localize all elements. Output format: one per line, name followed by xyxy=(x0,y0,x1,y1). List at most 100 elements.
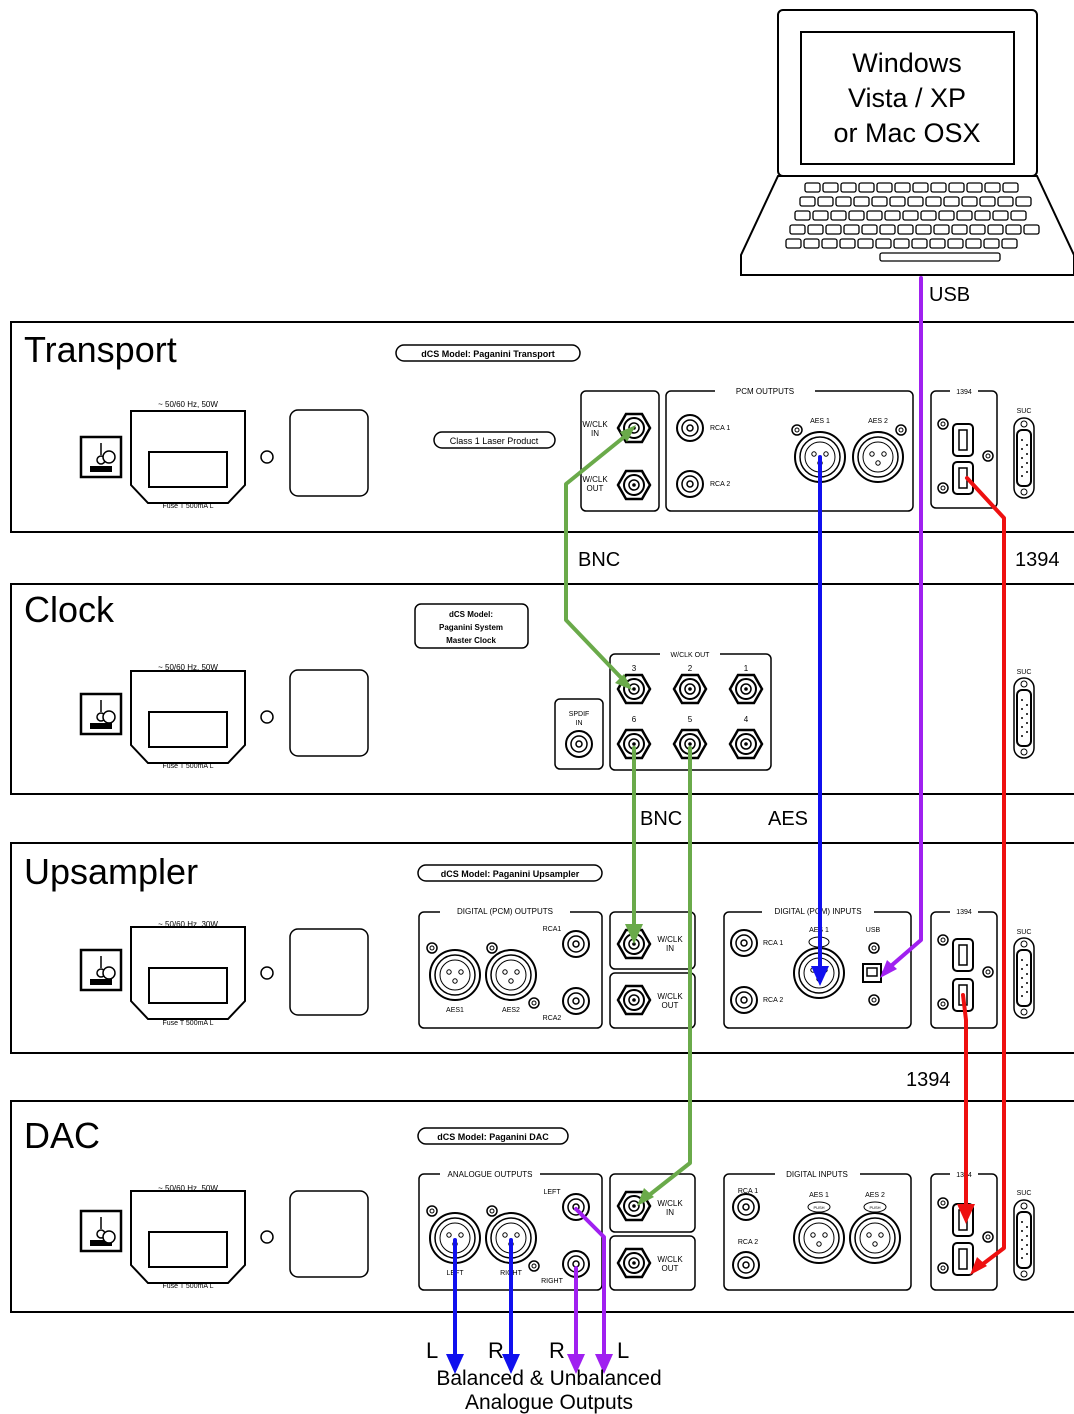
upsampler-rca2-label: RCA2 xyxy=(543,1015,562,1022)
dac-rca2-in-port[interactable] xyxy=(732,1251,760,1279)
laptop-key xyxy=(929,238,946,249)
upsampler-screw xyxy=(426,942,438,954)
transport-1394-port-1[interactable] xyxy=(952,423,974,457)
output-label-left-unbalanced: L xyxy=(617,1338,629,1363)
dac-1394-port-2[interactable] xyxy=(952,1242,974,1276)
laptop-key xyxy=(893,238,910,249)
laptop-key xyxy=(897,224,914,235)
laptop-key xyxy=(907,196,924,207)
upsampler-title: Upsampler xyxy=(24,851,198,892)
upsampler-screw xyxy=(982,966,994,978)
laptop-key xyxy=(930,182,947,193)
upsampler-suc-port[interactable] xyxy=(1013,937,1035,1019)
clock-title: Clock xyxy=(24,589,115,630)
transport-rca1-port[interactable] xyxy=(676,414,704,442)
laptop-screen-line-3: or Mac OSX xyxy=(833,118,980,148)
transport-fuse: Fuse T 500mA L xyxy=(162,503,213,510)
laptop-key xyxy=(839,238,856,249)
upsampler-in-rca2-label: RCA 2 xyxy=(763,997,783,1004)
dac-aes2-in-port[interactable] xyxy=(849,1212,901,1264)
firewire-cable-upsampler-dac xyxy=(961,993,968,1214)
upsampler-aes2-out-port[interactable] xyxy=(485,949,537,1001)
clock-wclk-out-1-port[interactable] xyxy=(728,673,764,705)
laptop-key xyxy=(979,196,996,207)
laptop-key xyxy=(812,210,829,221)
upsampler-rca2-out-port[interactable] xyxy=(562,987,590,1015)
upsampler-wclk-in-label-2: IN xyxy=(666,944,674,953)
bnc-cable-clock-transport xyxy=(564,431,631,687)
upsampler-in-rca1-label: RCA 1 xyxy=(763,940,783,947)
usb-cable xyxy=(882,276,923,974)
laptop-key xyxy=(1015,196,1032,207)
clock-wclk-out-2-port[interactable] xyxy=(672,673,708,705)
clock-fuse: Fuse T 500mA L xyxy=(162,763,213,770)
dac-rca-left-label: LEFT xyxy=(543,1189,561,1196)
upsampler-usb-label: USB xyxy=(866,927,881,934)
laptop-key xyxy=(974,210,991,221)
bnc-cable-arrowhead-bottom xyxy=(637,1188,654,1206)
clock-spdif-in-port[interactable] xyxy=(565,730,593,758)
dac-wclk-out-label-2: OUT xyxy=(662,1264,679,1273)
upsampler-usb-port[interactable] xyxy=(862,963,882,983)
laptop-key xyxy=(843,224,860,235)
laptop-key xyxy=(866,210,883,221)
transport-laser-label: Class 1 Laser Product xyxy=(450,436,539,446)
clock-suc-port[interactable] xyxy=(1013,677,1035,759)
laptop-key xyxy=(879,224,896,235)
cables xyxy=(446,276,1006,1374)
laptop-spacebar xyxy=(879,252,1001,262)
transport-aes2-port[interactable] xyxy=(852,431,904,483)
unbalanced-left-cable xyxy=(574,1207,606,1364)
laptop-key xyxy=(807,224,824,235)
dac-digital-inputs-label: DIGITAL INPUTS xyxy=(786,1170,848,1179)
dac-wclk-out-port[interactable] xyxy=(616,1247,652,1279)
clock-port-1-label: 1 xyxy=(744,664,749,673)
transport-1394-port-2[interactable] xyxy=(952,461,974,495)
dac-aes1-in-port[interactable] xyxy=(793,1212,845,1264)
laptop-keyboard xyxy=(785,182,1040,262)
dac-unit: DAC dCS Model: Paganini DAC ~ 50/60 Hz, … xyxy=(10,1100,1074,1313)
outputs-caption-line-2: Analogue Outputs xyxy=(465,1391,633,1414)
dac-suc-port[interactable] xyxy=(1013,1199,1035,1281)
dac-wclk-in-label-1: W/CLK xyxy=(657,1199,683,1208)
upsampler-screw xyxy=(486,942,498,954)
laptop-key xyxy=(948,182,965,193)
transport-suc-port[interactable] xyxy=(1013,417,1035,499)
dac-analogue-outputs-label: ANALOGUE OUTPUTS xyxy=(448,1170,533,1179)
upsampler-rca1-out-port[interactable] xyxy=(562,930,590,958)
laptop-key xyxy=(794,210,811,221)
dac-suc-label: SUC xyxy=(1017,1190,1032,1197)
transport-screw xyxy=(937,482,949,494)
transport-pcm-outputs-label: PCM OUTPUTS xyxy=(736,387,794,396)
clock-wclk-out-4-port[interactable] xyxy=(728,728,764,760)
dac-rca1-in-port[interactable] xyxy=(732,1193,760,1221)
laptop-key xyxy=(822,182,839,193)
transport-screw xyxy=(895,424,907,436)
laptop-key xyxy=(1010,210,1027,221)
dac-rca1-label: RCA 1 xyxy=(738,1188,758,1195)
clock-unit: Clock dCS Model: Paganini System Master … xyxy=(10,583,1074,795)
upsampler-rca2-in-port[interactable] xyxy=(730,986,758,1014)
upsampler-aes1-out-port[interactable] xyxy=(429,949,481,1001)
clock-model-line-3: Master Clock xyxy=(446,636,496,645)
upsampler-rca1-in-port[interactable] xyxy=(730,929,758,957)
laptop-key xyxy=(876,182,893,193)
laptop-screen-line-2: Vista / XP xyxy=(848,83,966,113)
transport-rca2-port[interactable] xyxy=(676,470,704,498)
bnc-cable-clock-dac xyxy=(641,746,692,1202)
bnc-cable-arrowhead-top-tail xyxy=(615,674,632,690)
laptop-key xyxy=(858,182,875,193)
upsampler-rca1-label: RCA1 xyxy=(543,926,562,933)
transport-wclk-out-port[interactable] xyxy=(616,469,652,501)
upsampler-screw xyxy=(937,998,949,1010)
upsampler-wclk-out-port[interactable] xyxy=(616,984,652,1016)
laptop-key xyxy=(947,238,964,249)
output-label-right-unbalanced: R xyxy=(549,1338,565,1363)
laptop-key xyxy=(804,182,821,193)
dac-power-switch[interactable] xyxy=(79,1209,123,1253)
bnc-cable-arrowhead-top xyxy=(620,425,636,442)
laptop-key xyxy=(789,224,806,235)
output-label-right-balanced: R xyxy=(488,1338,504,1363)
laptop-key xyxy=(951,224,968,235)
upsampler-1394-port-1[interactable] xyxy=(952,938,974,972)
